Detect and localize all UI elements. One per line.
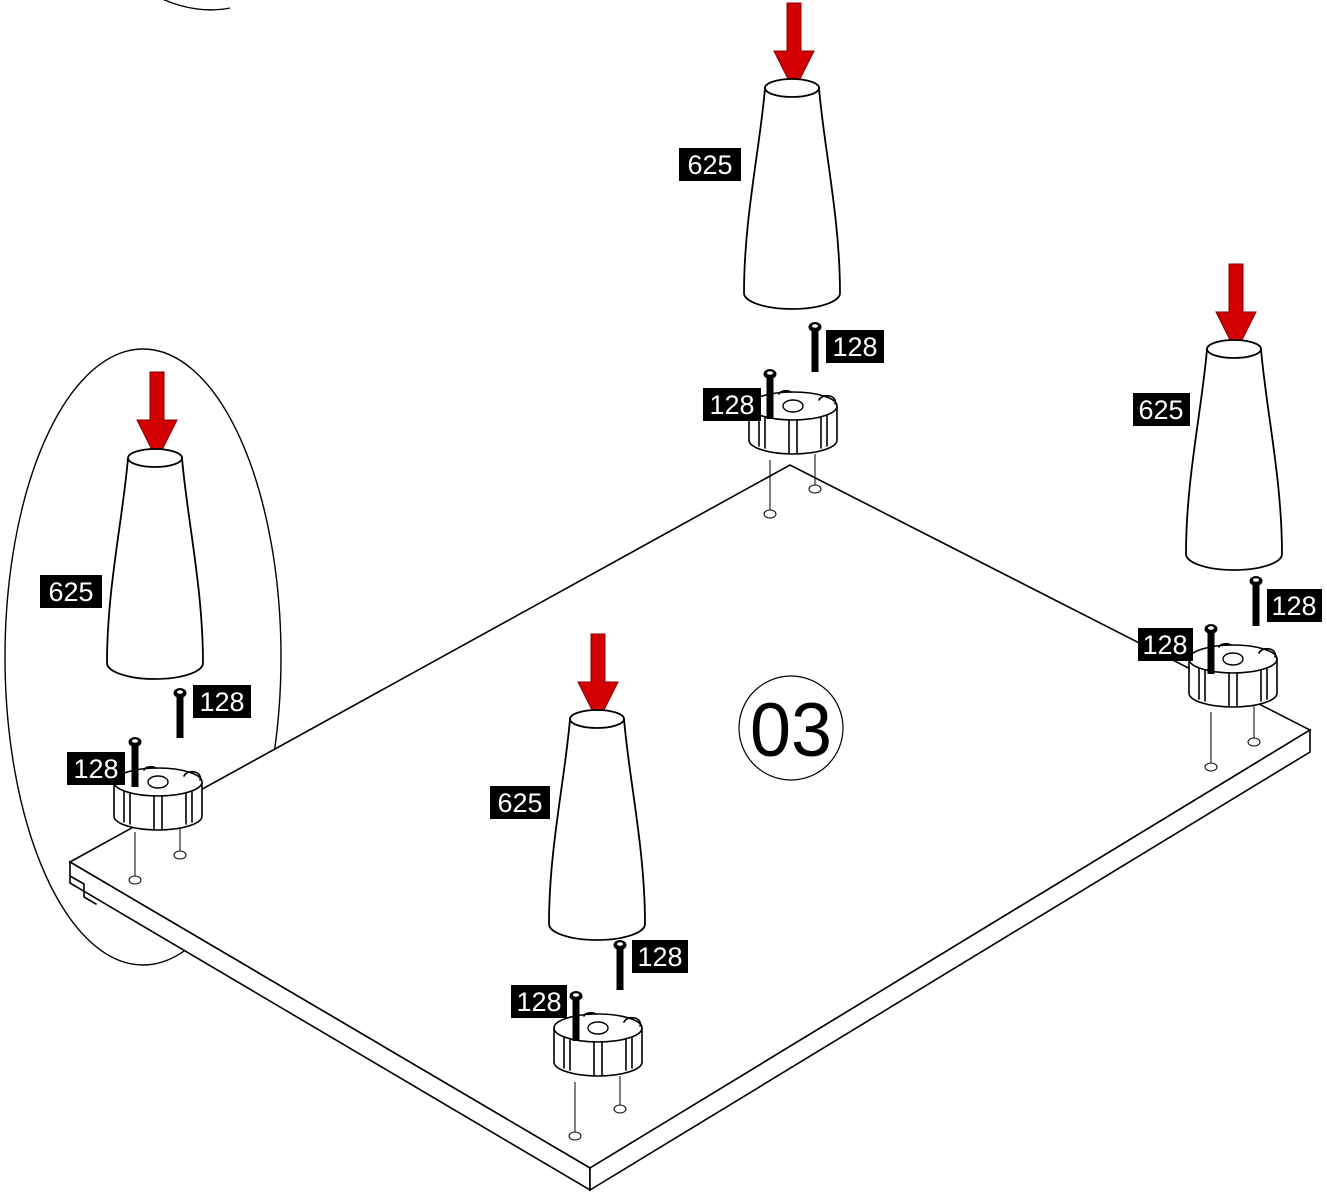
- screw-label-128-top: 128: [632, 940, 688, 973]
- svg-text:625: 625: [48, 577, 93, 607]
- svg-text:128: 128: [709, 390, 754, 420]
- svg-text:625: 625: [497, 788, 542, 818]
- down-arrow-icon: [773, 2, 815, 92]
- down-arrow-icon: [136, 371, 178, 461]
- svg-text:625: 625: [1138, 395, 1183, 425]
- svg-text:128: 128: [1271, 591, 1316, 621]
- screw-label-128-side: 128: [67, 752, 125, 785]
- screw-label-128-top: 128: [193, 685, 251, 718]
- screw-label-128-side: 128: [511, 985, 567, 1018]
- leg-assembly-back: 625 128 128: [679, 2, 884, 455]
- panel-board: [68, 464, 1312, 1192]
- screw-label-128-top: 128: [1267, 589, 1322, 622]
- leg-assembly-left: 625 128 128: [40, 371, 251, 831]
- detail-callout-ellipse: [4, 348, 282, 966]
- screw-label-128-side: 128: [1138, 628, 1193, 661]
- leg-part: [106, 448, 204, 680]
- svg-text:128: 128: [1142, 630, 1187, 660]
- mount-bracket: [553, 1011, 643, 1077]
- leg-assembly-right: 625 128 128: [1133, 263, 1322, 708]
- leg-part: [743, 78, 841, 310]
- mount-bracket: [748, 389, 838, 455]
- svg-text:128: 128: [832, 332, 877, 362]
- mount-bracket: [113, 765, 203, 831]
- screw-icon: [173, 688, 187, 738]
- step-number: 03: [750, 688, 832, 773]
- part-label-625: 625: [490, 786, 550, 819]
- step-badge: 03: [738, 675, 844, 781]
- part-label-625: 625: [40, 575, 102, 608]
- down-arrow-icon: [1215, 263, 1257, 353]
- screw-label-128-side: 128: [703, 388, 761, 421]
- panel-holes: [128, 484, 1261, 1141]
- screw-icon: [808, 322, 822, 372]
- svg-text:128: 128: [73, 754, 118, 784]
- leg-assembly-front: 625 128 128: [490, 633, 688, 1077]
- svg-text:128: 128: [516, 987, 561, 1017]
- svg-text:128: 128: [199, 687, 244, 717]
- previous-callout-arc: [163, 0, 231, 11]
- svg-text:625: 625: [687, 150, 732, 180]
- leg-part: [1185, 339, 1283, 571]
- mount-bracket: [1188, 642, 1278, 708]
- screw-icon: [1249, 576, 1263, 626]
- svg-text:128: 128: [637, 942, 682, 972]
- part-label-625: 625: [1133, 393, 1190, 426]
- screw-label-128-top: 128: [826, 330, 884, 363]
- guide-lines: [134, 454, 1255, 1134]
- part-label-625: 625: [679, 148, 741, 181]
